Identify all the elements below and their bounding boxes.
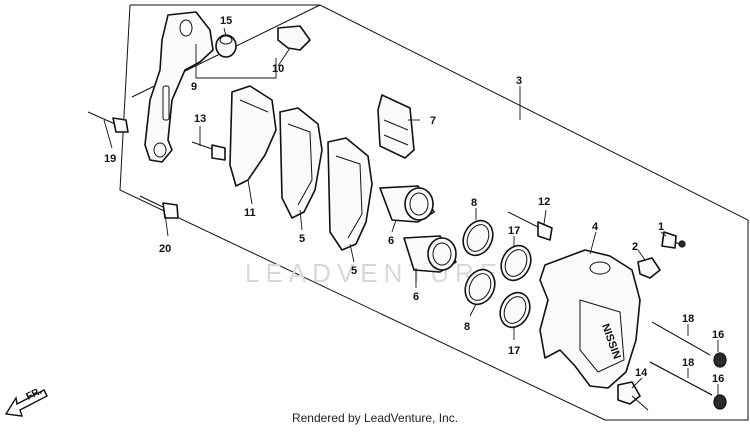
dust-seal-17a[interactable] [496,241,537,285]
direction-label: FR. [24,386,43,403]
bleeder-valve-1[interactable] [661,231,686,249]
callout-11: 11 [244,207,256,219]
pin-13[interactable] [191,141,226,161]
front-direction-arrow: FR. [4,386,48,417]
caliper-bracket[interactable] [144,11,214,163]
callout-12: 12 [538,196,550,208]
callout-1: 1 [658,221,664,233]
callout-5b: 5 [351,265,357,277]
callout-19: 19 [104,153,116,165]
pad-spring-7[interactable] [377,94,415,159]
callout-16a: 16 [712,329,724,341]
callout-8a: 8 [471,197,477,209]
slide-pin-18a[interactable] [651,321,711,356]
callout-3: 3 [516,75,522,87]
leader-lines [103,27,719,395]
callout-17a: 17 [508,225,520,237]
boot-15[interactable] [215,34,237,58]
piston-6a[interactable] [379,185,435,223]
caliper-body-4[interactable]: NISSIN [539,249,641,389]
footer-credit: Rendered by LeadVenture, Inc. [291,411,459,425]
callout-16b: 16 [712,373,724,385]
callout-6a: 6 [388,235,394,247]
watermark: LEADVENTURE [245,258,503,288]
callout-2: 2 [632,241,638,253]
callout-15: 15 [220,15,232,27]
callout-4: 4 [592,221,599,233]
bolt-19[interactable] [87,111,129,133]
callout-18b: 18 [682,357,694,369]
bolt-14[interactable] [617,381,649,411]
callout-17b: 17 [508,345,520,357]
callout-9: 9 [191,81,197,93]
callout-7: 7 [430,115,436,127]
brake-pad-5b[interactable] [327,137,373,251]
dust-seal-17b[interactable] [495,288,536,332]
bolt-20[interactable] [139,195,179,219]
bleeder-cap-2[interactable] [637,257,661,279]
slide-pin-18b[interactable] [649,361,713,396]
piston-seal-8b[interactable] [460,265,501,309]
brake-pad-5a[interactable] [279,107,323,219]
callout-10: 10 [272,63,284,75]
callout-14: 14 [635,367,648,379]
pin-12[interactable] [507,211,553,241]
callout-13: 13 [194,113,206,125]
callout-18a: 18 [682,313,694,325]
boot-16a[interactable] [713,352,727,368]
callouts: 15 9 10 3 7 13 19 11 5 5 6 6 8 8 17 17 1… [104,15,724,385]
boot-16b[interactable] [713,394,727,410]
arrow-icon [4,389,48,417]
callout-5a: 5 [299,233,305,245]
piston-6b[interactable] [403,235,457,273]
callout-6b: 6 [413,291,419,303]
pad-shim-11[interactable] [229,85,277,187]
callout-8b: 8 [464,321,470,333]
piston-seal-8a[interactable] [458,216,499,260]
callout-20: 20 [159,243,171,255]
clip-10[interactable] [277,25,311,51]
